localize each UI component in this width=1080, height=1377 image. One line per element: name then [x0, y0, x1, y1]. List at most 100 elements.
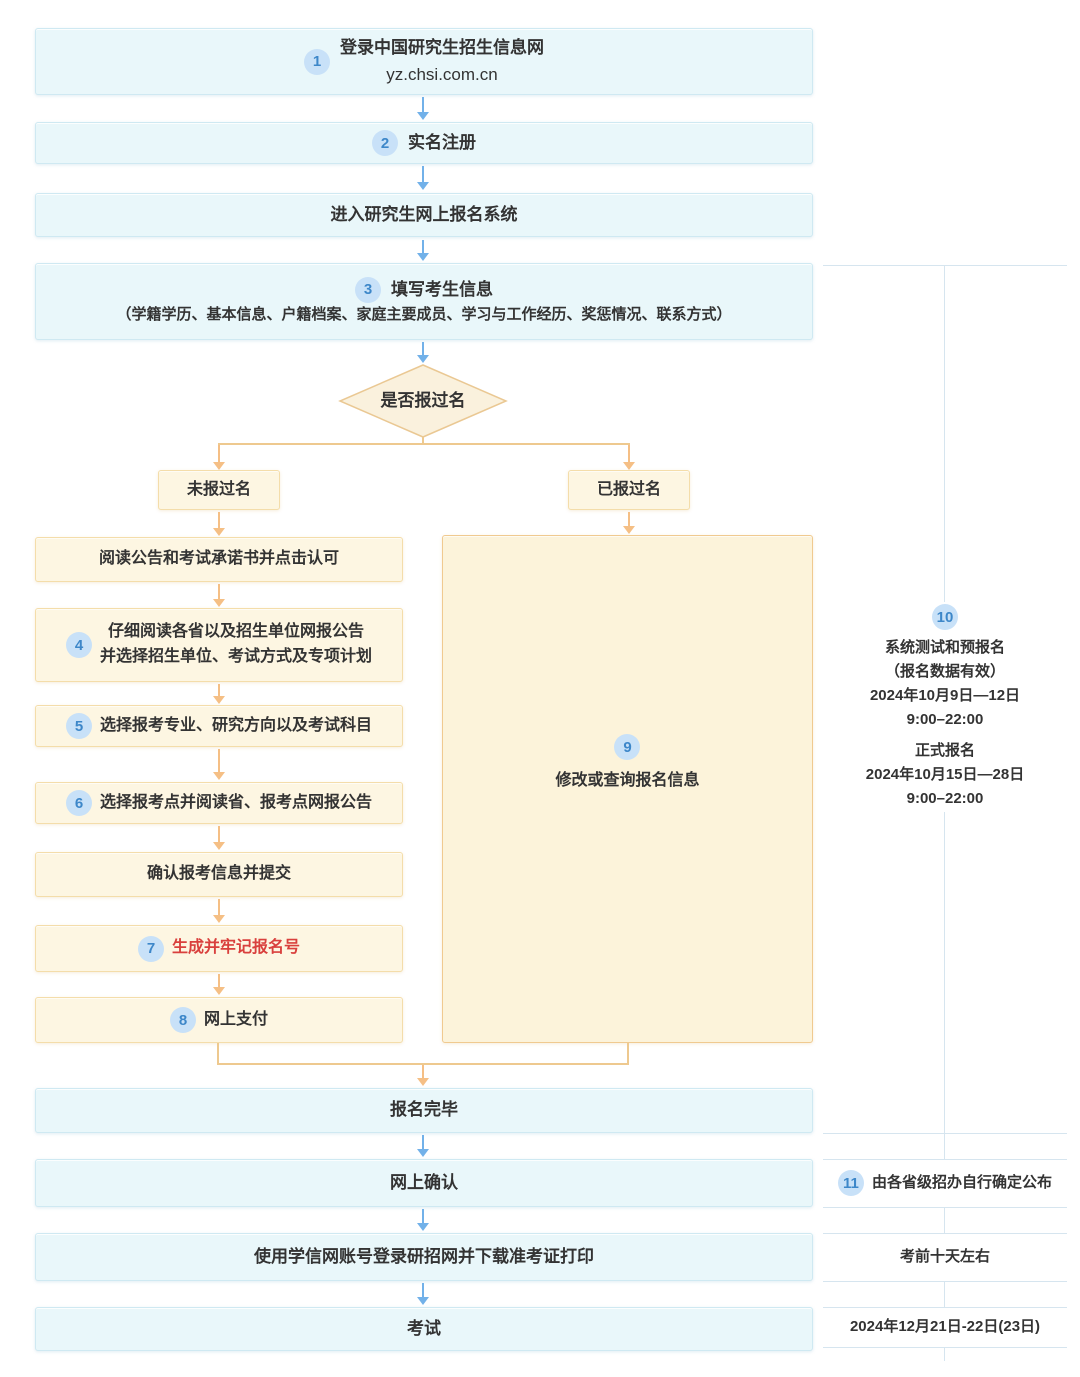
- arrow-down-icon: [212, 826, 226, 850]
- step-read-notice-label: 阅读公告和考试承诺书并点击认可: [98, 550, 339, 568]
- timeline-divider-line: [823, 1347, 1067, 1348]
- branch-not-registered-box: 未报过名: [158, 470, 280, 510]
- step-pay-online-badge: 8: [169, 1007, 196, 1033]
- official-registration-title: 正式报名: [914, 742, 975, 759]
- timeline-connector-line: [944, 1134, 945, 1159]
- step-fill-info-label: 填写考生信息: [390, 279, 493, 299]
- connector-line: [422, 437, 424, 445]
- pre-registration-title: 系统测试和预报名: [884, 639, 1005, 656]
- step-login-box: 1 登录中国研究生招生信息网 yz.chsi.com.cn: [35, 28, 813, 95]
- step-pay-online-box: 8 网上支付: [35, 997, 403, 1043]
- timeline-divider-line: [823, 265, 1067, 266]
- timeline-connector-line: [944, 812, 945, 1133]
- branch-registered-box: 已报过名: [568, 470, 690, 510]
- step-enter-system-box: 进入研究生网上报名系统: [35, 193, 813, 237]
- timeline-item10-badge-row: 10: [823, 604, 1067, 630]
- branch-not-registered-label: 未报过名: [186, 480, 251, 498]
- step2-badge: 2: [372, 130, 398, 156]
- step-choose-site-badge: 6: [65, 790, 92, 816]
- timeline-connector-line: [944, 1348, 945, 1361]
- branch-registered-label: 已报过名: [596, 480, 661, 498]
- official-registration-date: 2024年10月15日—28日: [865, 766, 1025, 783]
- timeline-item11-badge: 11: [837, 1170, 864, 1196]
- timeline-divider-line: [823, 1159, 1067, 1160]
- official-registration-time: 9:00–22:00: [906, 790, 984, 807]
- arrow-down-icon: [212, 974, 226, 995]
- step-remember-number-box: 7 生成并牢记报名号: [35, 925, 403, 972]
- step-read-province-line1: 仔细阅读各省以及招生单位网报公告: [107, 623, 364, 641]
- connector-line: [627, 1043, 629, 1065]
- pre-registration-note: （报名数据有效）: [884, 663, 1005, 680]
- arrow-down-icon: [416, 166, 430, 190]
- connector-line: [217, 1063, 629, 1065]
- step1-badge: 1: [304, 48, 330, 75]
- arrow-down-icon: [416, 342, 430, 363]
- step-online-confirm-box: 网上确认: [35, 1159, 813, 1207]
- timeline-item12-row: 考前十天左右: [823, 1233, 1067, 1281]
- decision-diamond: 是否报过名: [338, 364, 508, 438]
- pre-registration-time: 9:00–22:00: [906, 711, 984, 728]
- timeline-item10-block: 系统测试和预报名 （报名数据有效） 2024年10月9日—12日 9:00–22…: [823, 636, 1067, 811]
- exam-date-note: 2024年12月21日-22日(23日): [849, 1318, 1041, 1335]
- arrow-down-icon: [416, 1135, 430, 1157]
- step-exam-label: 考试: [407, 1318, 441, 1338]
- connector-line: [218, 443, 630, 445]
- arrow-down-icon: [212, 684, 226, 704]
- arrow-down-icon: [212, 512, 226, 536]
- step-remember-number-label: 生成并牢记报名号: [171, 939, 300, 957]
- connector-line: [217, 1043, 219, 1065]
- step-download-ticket-label: 使用学信网账号登录研招网并下载准考证打印: [254, 1246, 594, 1266]
- step-choose-site-box: 6 选择报考点并阅读省、报考点网报公告: [35, 782, 403, 824]
- arrow-down-icon: [416, 240, 430, 261]
- step-confirm-submit-box: 确认报考信息并提交: [35, 852, 403, 897]
- step-online-confirm-label: 网上确认: [390, 1172, 458, 1192]
- step-pay-online-label: 网上支付: [203, 1010, 268, 1028]
- arrow-down-icon: [212, 584, 226, 607]
- step-read-province-line2: 并选择招生单位、考试方式及专项计划: [99, 648, 372, 665]
- step-register-label: 实名注册: [408, 132, 476, 152]
- step-confirm-submit-label: 确认报考信息并提交: [146, 865, 291, 883]
- timeline-connector-line: [944, 266, 945, 602]
- step-registration-done-box: 报名完毕: [35, 1088, 813, 1133]
- arrow-down-icon: [416, 1283, 430, 1305]
- step-login-content: 1 登录中国研究生招生信息网 yz.chsi.com.cn: [304, 35, 544, 88]
- step-download-ticket-box: 使用学信网账号登录研招网并下载准考证打印: [35, 1233, 813, 1281]
- timeline-item11-row: 11 由各省级招办自行确定公布: [823, 1159, 1067, 1207]
- timeline-connector-line: [944, 1282, 945, 1307]
- arrow-down-icon: [212, 749, 226, 780]
- step-modify-query-badge: 9: [614, 734, 641, 761]
- timeline-divider-line: [823, 1281, 1067, 1282]
- timeline-connector-line: [944, 1208, 945, 1233]
- timeline-item10-badge: 10: [932, 604, 958, 630]
- step4-badge: 3: [354, 276, 381, 303]
- site-url-label: yz.chsi.com.cn: [386, 64, 498, 84]
- step-fill-info-detail: （学籍学历、基本信息、户籍档案、家庭主要成员、学习与工作经历、奖惩情况、联系方式…: [116, 306, 732, 324]
- arrow-down-icon: [416, 97, 430, 120]
- step-login-label: 登录中国研究生招生信息网: [340, 38, 544, 58]
- step-read-notice-box: 阅读公告和考试承诺书并点击认可: [35, 537, 403, 582]
- step-choose-major-box: 5 选择报考专业、研究方向以及考试科目: [35, 705, 403, 747]
- step-read-province-badge: 4: [65, 632, 92, 658]
- timeline-divider-line: [823, 1233, 1067, 1234]
- step-remember-number-badge: 7: [137, 935, 164, 962]
- arrow-down-icon: [622, 512, 636, 534]
- timeline-divider-line: [823, 1207, 1067, 1208]
- arrow-down-icon: [416, 1065, 430, 1086]
- step-fill-info-box: 3 填写考生信息 （学籍学历、基本信息、户籍档案、家庭主要成员、学习与工作经历、…: [35, 263, 813, 340]
- arrow-down-icon: [212, 445, 226, 470]
- arrow-down-icon: [622, 445, 636, 470]
- step-choose-major-badge: 5: [65, 713, 92, 739]
- step-choose-major-label: 选择报考专业、研究方向以及考试科目: [99, 716, 372, 734]
- timeline-divider-line: [823, 1133, 1067, 1134]
- step-enter-system-label: 进入研究生网上报名系统: [330, 204, 518, 224]
- pre-registration-date: 2024年10月9日—12日: [869, 687, 1021, 704]
- step-modify-query-box: 9 修改或查询报名信息: [442, 535, 813, 1043]
- step-modify-query-label: 修改或查询报名信息: [555, 772, 700, 790]
- decision-label: 是否报过名: [380, 390, 466, 410]
- arrow-down-icon: [212, 899, 226, 923]
- step-register-box: 2 实名注册: [35, 122, 813, 164]
- step-choose-site-label: 选择报考点并阅读省、报考点网报公告: [99, 793, 372, 811]
- ticket-time-note: 考前十天左右: [899, 1248, 990, 1265]
- step-read-province-notice-box: 4 仔细阅读各省以及招生单位网报公告 并选择招生单位、考试方式及专项计划: [35, 608, 403, 682]
